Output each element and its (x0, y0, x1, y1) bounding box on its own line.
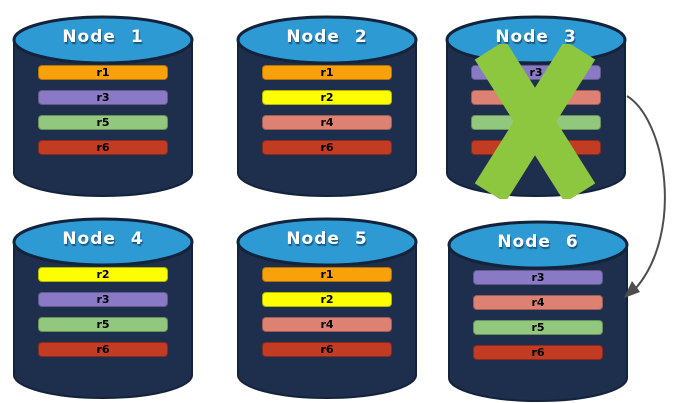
replica-bar: r3 (473, 270, 603, 285)
replica-bar: r1 (38, 65, 168, 80)
replica-bar: r6 (38, 342, 168, 357)
node-title: Node 3 (495, 27, 577, 47)
replica-label: r4 (531, 296, 545, 309)
node-1: Node 1 r1 r3 r5 r6 (11, 8, 195, 198)
node-2: Node 2 r1 r2 r4 r6 (235, 8, 419, 198)
node-6: Node 6 r3 r4 r5 r6 (446, 213, 630, 403)
cylinder-top (236, 15, 418, 65)
replica-label: r5 (96, 318, 110, 331)
node-title: Node 1 (62, 27, 144, 47)
replica-label: r5 (531, 321, 545, 334)
replica-label: r3 (96, 293, 110, 306)
replica-bar: r1 (262, 65, 392, 80)
replica-bar: r1 (262, 267, 392, 282)
cylinder-top (12, 217, 194, 267)
replica-label: r3 (529, 66, 543, 79)
replica-bar: r6 (38, 140, 168, 155)
replica-label: r6 (96, 141, 110, 154)
replica-bar: r2 (262, 292, 392, 307)
node-4: Node 4 r2 r3 r5 r6 (11, 210, 195, 400)
replica-bar: r4 (262, 115, 392, 130)
cylinder-top (236, 217, 418, 267)
replica-label: r1 (96, 66, 110, 79)
replica-bar: r3 (38, 292, 168, 307)
replica-label: r6 (531, 346, 545, 359)
replica-label: r6 (320, 343, 334, 356)
replica-bar: r6 (473, 345, 603, 360)
replica-bar: r6 (262, 342, 392, 357)
node-title: Node 4 (62, 229, 144, 249)
cylinder-top (12, 15, 194, 65)
replica-bar: r3 (38, 90, 168, 105)
replica-label: r3 (531, 271, 545, 284)
node-5: Node 5 r1 r2 r4 r6 (235, 210, 419, 400)
node-title: Node 6 (497, 232, 579, 252)
replica-label: r6 (320, 141, 334, 154)
replica-bar: r4 (262, 317, 392, 332)
replica-label: r3 (96, 91, 110, 104)
replica-label: r2 (320, 91, 334, 104)
replica-bar: r5 (38, 317, 168, 332)
failure-x-icon (474, 44, 596, 199)
replica-label: r2 (96, 268, 110, 281)
replica-label: r4 (320, 116, 334, 129)
replica-bar: r5 (473, 320, 603, 335)
x-stroke (474, 44, 596, 199)
replica-label: r6 (96, 343, 110, 356)
replica-bar: r2 (262, 90, 392, 105)
replica-label: r1 (320, 268, 334, 281)
replica-bar: r2 (38, 267, 168, 282)
replica-bar: r5 (38, 115, 168, 130)
replica-label: r2 (320, 293, 334, 306)
replica-bar: r6 (262, 140, 392, 155)
replica-label: r1 (320, 66, 334, 79)
replica-bar: r4 (473, 295, 603, 310)
node-title: Node 5 (286, 229, 368, 249)
arrow-curve (626, 95, 666, 289)
node-title: Node 2 (286, 27, 368, 47)
replica-label: r5 (96, 116, 110, 129)
replica-label: r4 (320, 318, 334, 331)
